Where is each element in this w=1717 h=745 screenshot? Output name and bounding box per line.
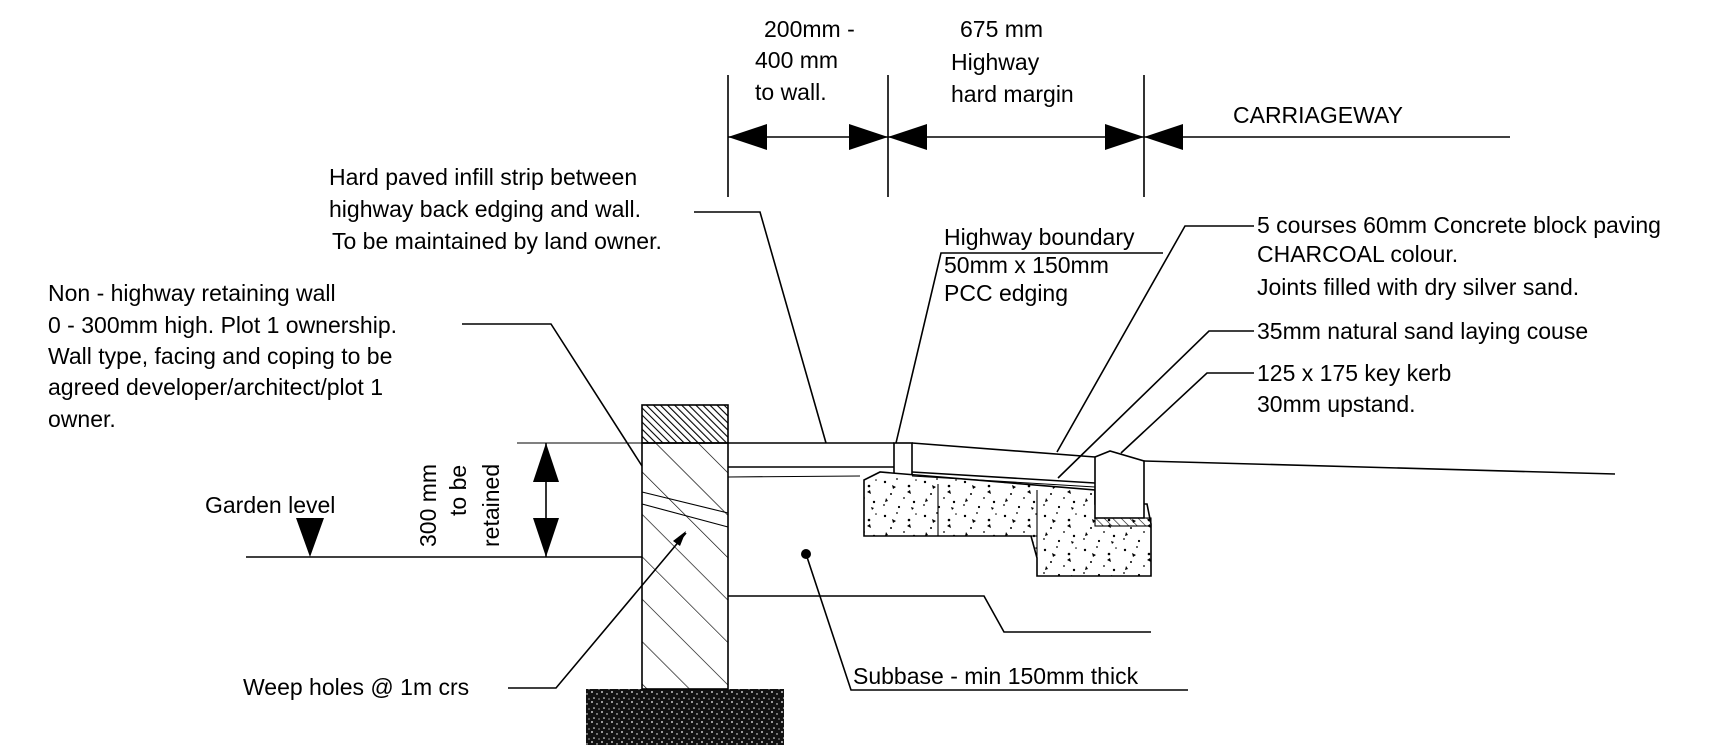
label-block-paving: 5 courses 60mm Concrete block paving CHA… xyxy=(1257,212,1667,300)
wall-foundation xyxy=(586,689,784,745)
arrowhead-icon xyxy=(1144,124,1183,150)
level-marker-icon xyxy=(296,518,324,557)
leader-lines xyxy=(462,211,1254,691)
arrowhead-icon xyxy=(849,124,888,150)
dimension-lines xyxy=(727,75,1510,197)
retaining-wall xyxy=(641,442,729,690)
concrete-haunch xyxy=(863,471,1152,577)
label-retaining-wall: Non - highway retaining wall 0 - 300mm h… xyxy=(48,280,403,432)
label-retained-height: 300 mm to be retained xyxy=(415,458,504,547)
label-weep-holes: Weep holes @ 1m crs xyxy=(243,674,469,700)
dim-wall-gap: 200mm - 400 mm to wall. xyxy=(755,16,861,105)
label-infill-strip: Hard paved infill strip between highway … xyxy=(329,164,662,254)
wall-coping xyxy=(641,404,729,444)
arrowhead-icon xyxy=(888,124,927,150)
label-garden-level: Garden level xyxy=(205,492,335,518)
label-laying-course: 35mm natural sand laying couse xyxy=(1257,318,1588,344)
leader-dot-icon xyxy=(801,549,811,559)
arrowhead-icon xyxy=(533,518,559,557)
kerb-bedding xyxy=(1094,517,1152,527)
label-highway-boundary: Highway boundary 50mm x 150mm PCC edging xyxy=(944,224,1141,306)
key-kerb xyxy=(1094,450,1145,519)
dim-highway-margin: 675 mm Highway hard margin xyxy=(951,16,1074,107)
label-subbase: Subbase - min 150mm thick xyxy=(853,663,1139,689)
arrowhead-icon xyxy=(533,443,559,482)
arrowhead-icon xyxy=(728,124,767,150)
label-key-kerb: 125 x 175 key kerb 30mm upstand. xyxy=(1257,360,1458,417)
dim-carriageway: CARRIAGEWAY xyxy=(1233,102,1403,128)
arrowhead-icon xyxy=(1105,124,1144,150)
